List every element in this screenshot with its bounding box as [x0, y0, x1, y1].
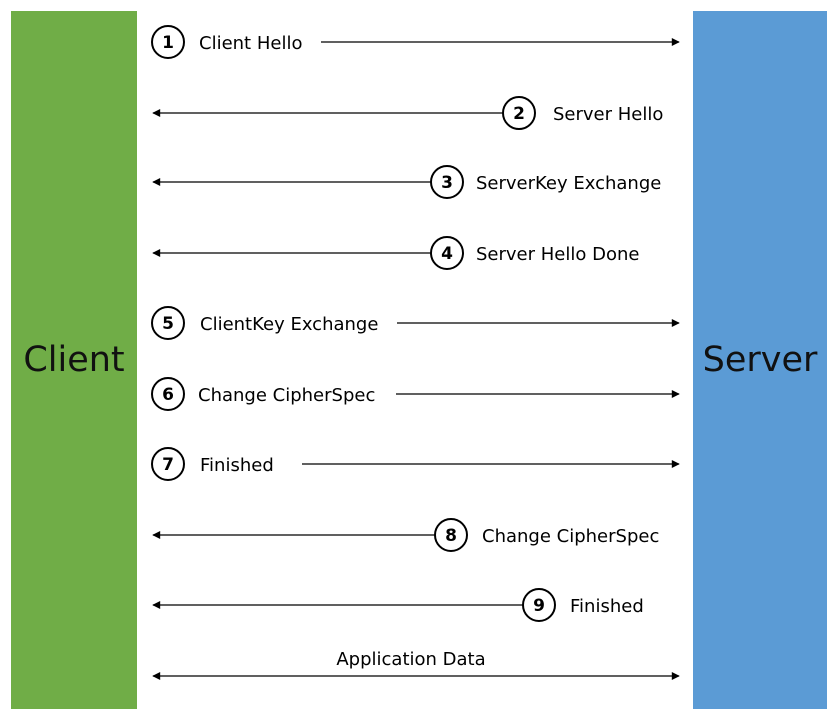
step-number-badge: 5	[151, 306, 185, 340]
message-10: Application Data	[152, 649, 680, 680]
message-label: Server Hello	[553, 104, 663, 125]
message-label: Change CipherSpec	[482, 526, 659, 547]
client-lane: Client	[11, 11, 137, 709]
step-number-badge: 7	[151, 447, 185, 481]
server-lane: Server	[693, 11, 827, 709]
step-number-badge: 4	[430, 236, 464, 270]
step-number: 7	[162, 455, 174, 475]
server-label: Server	[702, 340, 818, 380]
message-label: Client Hello	[199, 33, 302, 54]
message-8: 8 Change CipherSpec	[152, 518, 659, 552]
step-number-badge: 8	[434, 518, 468, 552]
step-number: 4	[441, 244, 453, 264]
message-1: 1 Client Hello	[151, 25, 680, 59]
message-label: Server Hello Done	[476, 244, 639, 265]
message-label: Change CipherSpec	[198, 385, 375, 406]
step-number: 3	[441, 173, 453, 193]
step-number-badge: 3	[430, 165, 464, 199]
message-label: Finished	[570, 596, 644, 617]
message-5: 5 ClientKey Exchange	[151, 306, 680, 340]
message-4: 4 Server Hello Done	[152, 236, 639, 270]
step-number: 9	[533, 596, 545, 616]
step-number: 8	[445, 526, 457, 546]
step-number: 2	[513, 104, 525, 124]
step-number-badge: 1	[151, 25, 185, 59]
message-label: Finished	[200, 455, 274, 476]
message-label: Application Data	[336, 649, 485, 670]
step-number-badge: 6	[151, 377, 185, 411]
message-2: 2 Server Hello	[152, 96, 663, 130]
message-6: 6 Change CipherSpec	[151, 377, 680, 411]
step-number-badge: 2	[502, 96, 536, 130]
message-label: ServerKey Exchange	[476, 173, 661, 194]
message-label: ClientKey Exchange	[200, 314, 378, 335]
message-7: 7 Finished	[151, 447, 680, 481]
message-3: 3 ServerKey Exchange	[152, 165, 661, 199]
client-label: Client	[23, 340, 125, 380]
step-number: 5	[162, 314, 174, 334]
step-number: 1	[162, 33, 174, 53]
message-9: 9 Finished	[152, 588, 644, 622]
step-number-badge: 9	[522, 588, 556, 622]
step-number: 6	[162, 385, 174, 405]
